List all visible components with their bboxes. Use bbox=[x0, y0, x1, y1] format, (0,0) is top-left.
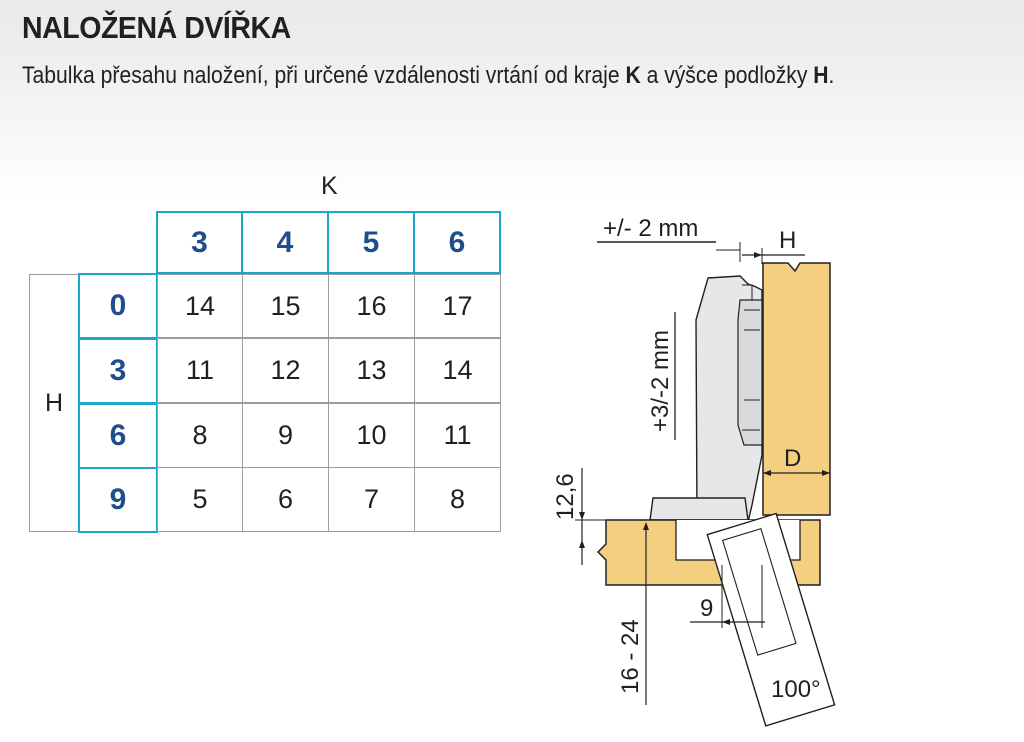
row-header-h0: 0 bbox=[78, 273, 158, 339]
label-9: 9 bbox=[700, 595, 713, 622]
label-12-6: 12,6 bbox=[552, 473, 579, 520]
table-cell: 15 bbox=[242, 274, 329, 338]
d-arrow-right bbox=[822, 470, 830, 476]
hinge-base bbox=[649, 497, 749, 521]
table-cell: 16 bbox=[328, 274, 415, 338]
label-tolerance-horizontal: +/- 2 mm bbox=[603, 215, 698, 242]
label-16-24: 16 - 24 bbox=[617, 619, 644, 694]
table-cell: 11 bbox=[414, 403, 501, 468]
label-d: D bbox=[784, 445, 801, 472]
subtitle-text-1: Tabulka přesahu naložení, při určené vzd… bbox=[22, 62, 626, 89]
table-cell: 5 bbox=[157, 467, 243, 532]
page-title: NALOŽENÁ DVÍŘKA bbox=[22, 10, 291, 45]
door-panel bbox=[762, 262, 831, 516]
subtitle-k: K bbox=[625, 62, 641, 89]
h-axis-label: H bbox=[44, 388, 64, 417]
row-header-h9: 9 bbox=[78, 467, 158, 533]
label-100: 100° bbox=[771, 676, 821, 703]
col-header-k5: 5 bbox=[327, 211, 415, 274]
dim-12-6-arrow-down bbox=[579, 512, 585, 520]
col-header-k3: 3 bbox=[156, 211, 243, 274]
d-arrow-left bbox=[763, 470, 771, 476]
dim-16-24-arrow bbox=[643, 522, 649, 530]
table-cell: 14 bbox=[414, 338, 501, 403]
table-cell: 12 bbox=[242, 338, 329, 403]
page-subtitle: Tabulka přesahu naložení, při určené vzd… bbox=[22, 62, 834, 90]
hinge-screw-detail bbox=[742, 284, 760, 431]
h-arrow bbox=[754, 252, 762, 258]
subtitle-text-2: a výšce podložky bbox=[640, 62, 814, 89]
col-header-k6: 6 bbox=[413, 211, 501, 274]
table-cell: 8 bbox=[414, 467, 501, 532]
table-cell: 8 bbox=[157, 403, 243, 468]
subtitle-text-3: . bbox=[828, 62, 835, 89]
table-cell: 14 bbox=[157, 274, 243, 338]
table-cell: 9 bbox=[242, 403, 329, 468]
col-header-k4: 4 bbox=[241, 211, 329, 274]
h-axis-cell: H bbox=[29, 274, 79, 532]
k-axis-label: K bbox=[321, 172, 338, 200]
table-cell: 11 bbox=[157, 338, 243, 403]
hinge-cup bbox=[737, 299, 763, 446]
door-open-position bbox=[706, 512, 836, 727]
table-cell: 10 bbox=[328, 403, 415, 468]
label-h: H bbox=[779, 227, 796, 254]
dim-12-6-arrow-up bbox=[579, 540, 585, 548]
subtitle-h: H bbox=[813, 62, 829, 89]
dim-9-arrow bbox=[722, 619, 730, 625]
label-tolerance-vertical: +3/-2 mm bbox=[647, 330, 674, 432]
table-cell: 13 bbox=[328, 338, 415, 403]
table-cell: 17 bbox=[414, 274, 501, 338]
